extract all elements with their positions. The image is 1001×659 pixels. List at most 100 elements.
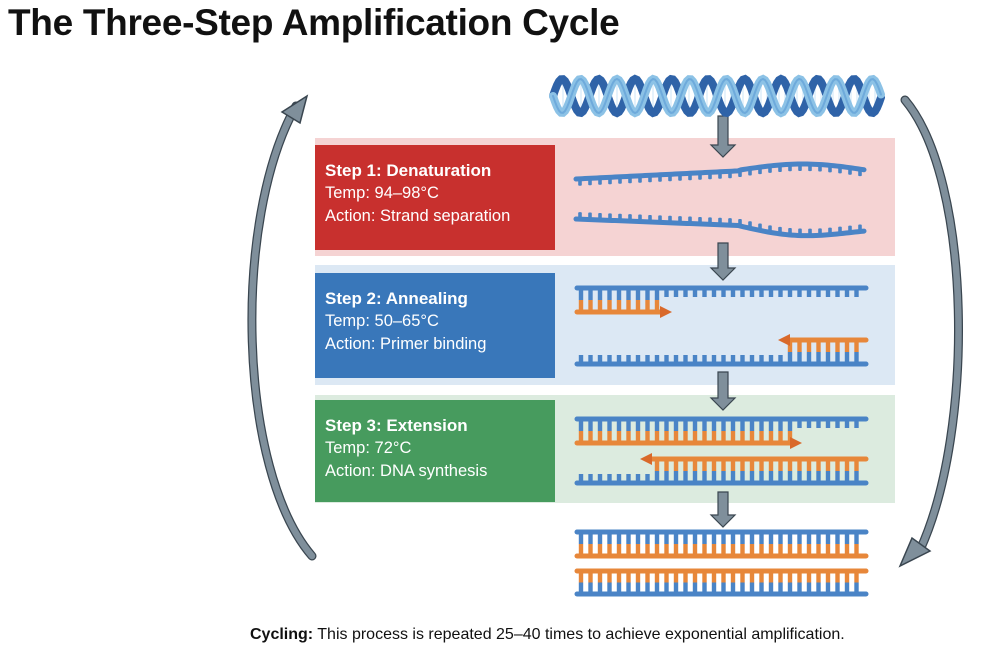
base [711, 459, 717, 471]
base [645, 355, 650, 364]
base [787, 459, 793, 471]
base [635, 571, 641, 583]
base [816, 571, 821, 583]
base [654, 459, 660, 471]
base [645, 419, 650, 431]
base [768, 288, 774, 297]
base [673, 431, 679, 443]
base [730, 288, 736, 297]
base [835, 288, 840, 297]
base [588, 288, 593, 300]
base [578, 288, 584, 300]
base [578, 300, 584, 312]
base [626, 419, 631, 431]
base [683, 544, 688, 556]
step-2-title: Step 2: Annealing [325, 289, 468, 308]
base [797, 571, 802, 583]
base [645, 544, 650, 556]
base [806, 471, 812, 483]
base [654, 300, 660, 312]
base [588, 300, 593, 312]
separated-strands-illustration [573, 161, 867, 239]
base [711, 571, 717, 583]
base [597, 288, 603, 300]
base [597, 355, 603, 364]
base [721, 288, 726, 297]
base [844, 419, 850, 428]
base [854, 459, 859, 471]
diagram-title: The Three-Step Amplification Cycle [8, 2, 620, 43]
base [749, 431, 755, 443]
base [664, 582, 669, 594]
base [683, 532, 688, 544]
primers-bound-illustration [574, 285, 869, 367]
base [607, 571, 612, 583]
base [654, 431, 660, 443]
base [578, 419, 584, 431]
base [626, 288, 631, 300]
base [711, 532, 717, 544]
base [578, 582, 584, 594]
base [654, 582, 660, 594]
base [616, 544, 622, 556]
flow-arrow-down-icon [709, 115, 737, 158]
base [654, 288, 660, 300]
base [645, 431, 650, 443]
base [778, 582, 783, 594]
arrow-left-icon [640, 453, 652, 465]
base [721, 419, 726, 431]
base [664, 544, 669, 556]
base [683, 419, 688, 431]
base [825, 582, 831, 594]
base [740, 471, 745, 483]
base [616, 582, 622, 594]
base [749, 355, 755, 364]
base [635, 300, 641, 312]
base [635, 582, 641, 594]
step-3-temp: Temp: 72°C [325, 439, 412, 457]
base [816, 459, 821, 471]
base [683, 582, 688, 594]
base [730, 544, 736, 556]
base [749, 544, 755, 556]
base [835, 459, 840, 471]
base [654, 532, 660, 544]
base [626, 355, 631, 364]
base [711, 419, 717, 431]
base [825, 340, 831, 352]
base [607, 355, 612, 364]
base [768, 471, 774, 483]
base [616, 300, 622, 312]
base [797, 352, 802, 364]
base [607, 532, 612, 544]
base [692, 431, 698, 443]
base [711, 288, 717, 297]
base [740, 544, 745, 556]
base [626, 532, 631, 544]
arrow-right-icon [660, 306, 672, 318]
base [692, 582, 698, 594]
base [702, 459, 707, 471]
base [835, 471, 840, 483]
base [749, 582, 755, 594]
base [702, 582, 707, 594]
base [768, 571, 774, 583]
base [854, 471, 859, 483]
base [578, 532, 584, 544]
base [844, 571, 850, 583]
base [835, 352, 840, 364]
base [740, 288, 745, 297]
base [854, 571, 859, 583]
step-2-temp: Temp: 50–65°C [325, 312, 439, 330]
base [825, 419, 831, 428]
base [759, 532, 764, 544]
base [749, 419, 755, 431]
base [844, 582, 850, 594]
base [607, 419, 612, 431]
base [711, 355, 717, 364]
base [692, 355, 698, 364]
step-3-action: Action: DNA synthesis [325, 462, 488, 480]
base [797, 582, 802, 594]
base [692, 471, 698, 483]
base [854, 582, 859, 594]
